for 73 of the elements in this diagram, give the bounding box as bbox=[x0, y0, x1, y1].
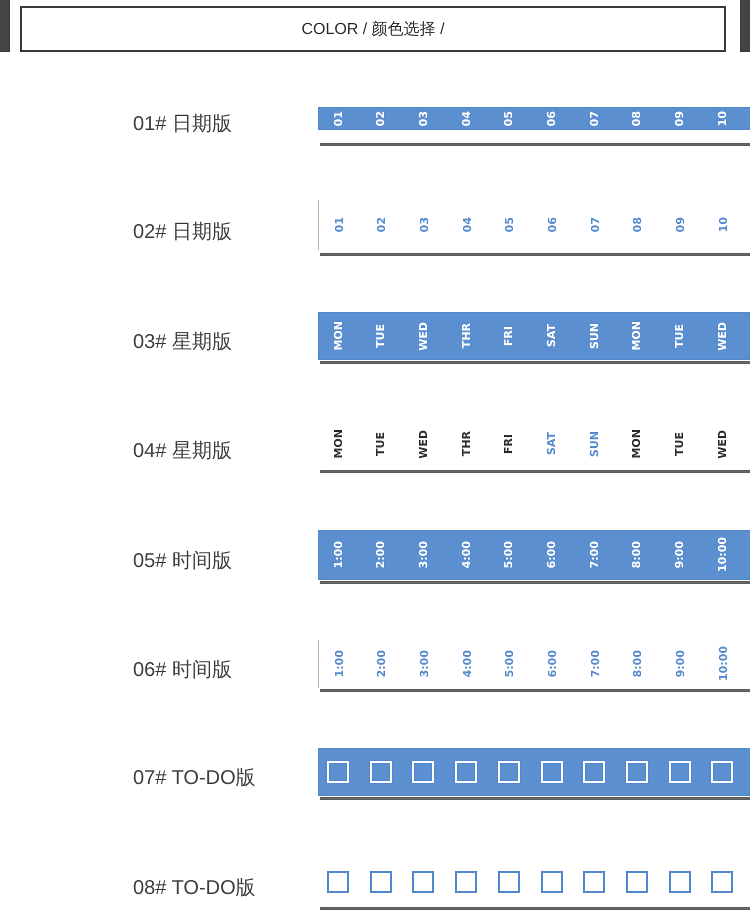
strip-label: TUE bbox=[673, 432, 686, 456]
option-bar bbox=[318, 748, 750, 796]
strip-label: MON bbox=[630, 429, 644, 459]
strip-label: 1:00 bbox=[332, 650, 346, 678]
strip-label: FRI bbox=[502, 326, 516, 346]
style-label: 08# TO-DO版 bbox=[133, 876, 256, 900]
style-label: 06# 时间版 bbox=[133, 658, 232, 682]
strip-label: 9:00 bbox=[673, 541, 686, 569]
strip-label: 10:00 bbox=[716, 537, 729, 572]
strip-label: 07 bbox=[588, 110, 601, 126]
strip-label: WED bbox=[716, 322, 729, 350]
strip-label: 06 bbox=[545, 110, 558, 126]
strip-label: 09 bbox=[674, 217, 688, 233]
strip-label: 1:00 bbox=[332, 541, 344, 569]
strip-label: 4:00 bbox=[460, 650, 474, 678]
strip-label: 02 bbox=[375, 217, 388, 233]
strip-label: 05 bbox=[502, 110, 516, 126]
strip-label: SUN bbox=[588, 322, 601, 350]
strip-label: 08 bbox=[630, 110, 644, 126]
strip-label: 8:00 bbox=[630, 541, 644, 569]
strip-label: 07 bbox=[588, 217, 602, 233]
strip-label: 01 bbox=[332, 217, 346, 233]
strip-label: MON bbox=[332, 321, 344, 351]
style-label: 04# 星期版 bbox=[133, 439, 232, 463]
strip-label: 04 bbox=[460, 217, 474, 233]
strip-label: 7:00 bbox=[588, 541, 601, 569]
strip-label: TUE bbox=[673, 324, 686, 348]
strip-label: 5:00 bbox=[502, 541, 516, 569]
strip-label: 06 bbox=[546, 217, 559, 233]
strip-label: 08 bbox=[631, 217, 644, 233]
header-title: COLOR / 颜色选择 / bbox=[301, 20, 445, 40]
strip-label: 3:00 bbox=[418, 650, 431, 678]
strip-label: 5:00 bbox=[503, 650, 516, 678]
option-strip bbox=[318, 530, 750, 580]
strip-label: 2:00 bbox=[374, 541, 388, 569]
option-strip bbox=[318, 107, 750, 130]
strip-label: 10 bbox=[716, 110, 729, 126]
style-label: 01# 日期版 bbox=[133, 112, 232, 136]
strip-label: 10 bbox=[716, 217, 730, 233]
strip-label: 03 bbox=[418, 217, 431, 233]
strip-label: 10:00 bbox=[716, 646, 730, 682]
strip-label: 03 bbox=[416, 110, 430, 126]
strip-label: TUE bbox=[374, 432, 388, 456]
style-label: 02# 日期版 bbox=[133, 220, 232, 244]
strip-label: SAT bbox=[545, 324, 558, 348]
strip-label: THR bbox=[460, 431, 473, 457]
strip-label: WED bbox=[716, 430, 729, 458]
style-label: 03# 星期版 bbox=[133, 330, 232, 354]
strip-label: 3:00 bbox=[416, 541, 430, 569]
strip-label: 7:00 bbox=[588, 650, 602, 678]
strip-label: 8:00 bbox=[631, 650, 644, 678]
strip-label: TUE bbox=[374, 324, 388, 348]
strip-label: 9:00 bbox=[674, 650, 688, 678]
style-label: 07# TO-DO版 bbox=[133, 766, 256, 790]
strip-label: 02 bbox=[374, 110, 388, 126]
strip-label: MON bbox=[630, 321, 644, 351]
strip-label: 2:00 bbox=[375, 650, 388, 678]
strip-label: FRI bbox=[502, 434, 516, 454]
strip-label: 09 bbox=[673, 110, 686, 126]
strip-label: SAT bbox=[545, 432, 558, 456]
strip-label: MON bbox=[332, 429, 344, 459]
strip-label: 4:00 bbox=[460, 541, 473, 569]
strip-label: 01 bbox=[332, 110, 344, 126]
strip-label: 05 bbox=[503, 217, 516, 233]
strip-label: THR bbox=[460, 323, 473, 349]
strip-label: WED bbox=[416, 322, 430, 350]
strip-label: 6:00 bbox=[546, 650, 559, 678]
option-strip bbox=[318, 312, 750, 360]
style-label: 05# 时间版 bbox=[133, 549, 232, 573]
strip-label: 04 bbox=[460, 110, 473, 126]
strip-label: 6:00 bbox=[545, 541, 558, 569]
strip-label: SUN bbox=[588, 430, 601, 458]
strip-label: WED bbox=[416, 430, 430, 458]
